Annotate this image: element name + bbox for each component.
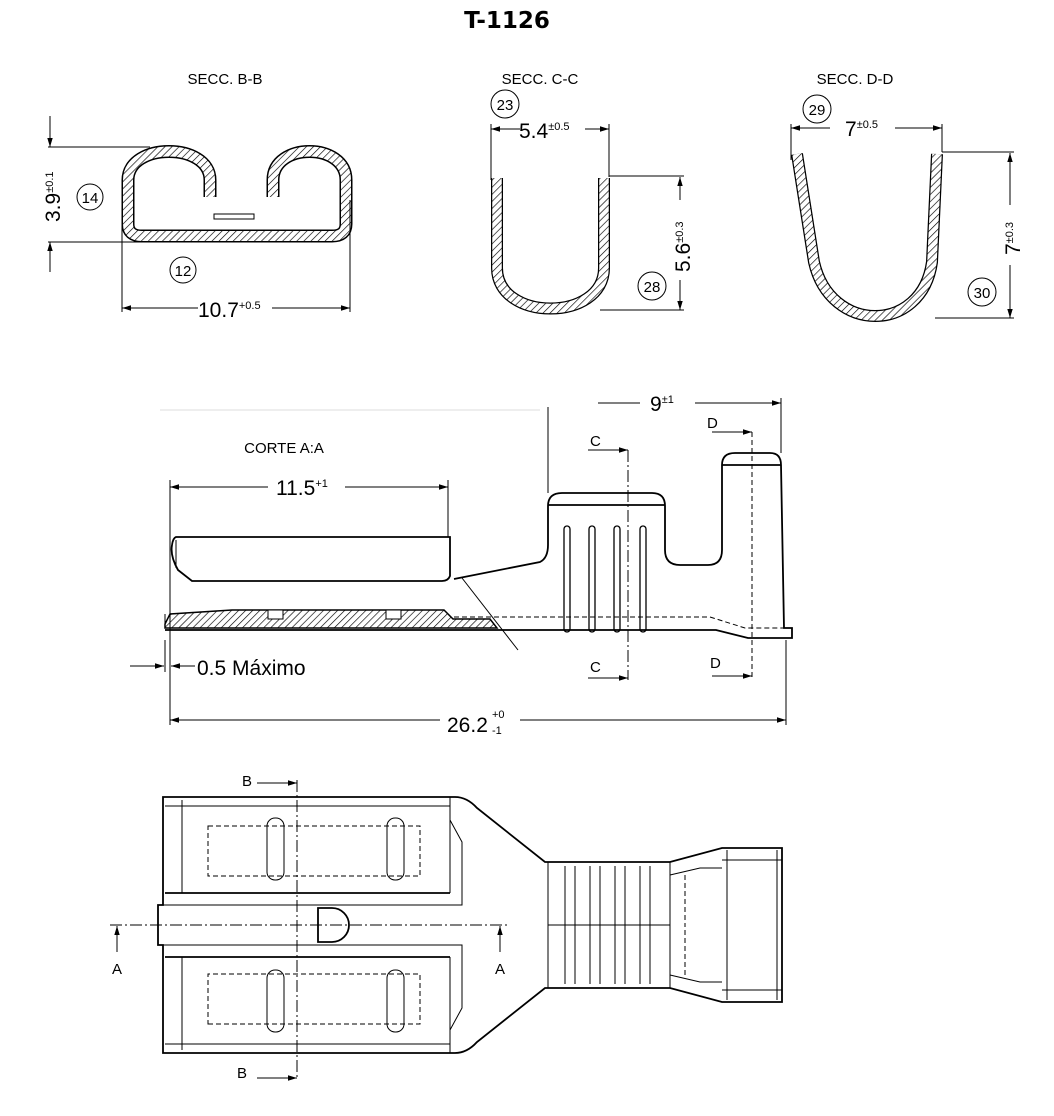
center-hole	[317, 907, 350, 943]
section-c-marker-bottom: C	[590, 659, 601, 676]
cc-width-dim: 5.4±0.5	[519, 120, 570, 143]
dd-height-dim: 7±0.3	[1002, 222, 1025, 255]
terminal-body-outline	[165, 452, 793, 639]
top-view: A A B B	[110, 773, 783, 1082]
rib	[639, 525, 647, 633]
dd-width-dim: 7±0.5	[845, 118, 878, 141]
section-b-marker-top: B	[242, 773, 252, 790]
section-c-marker-top: C	[590, 433, 601, 450]
dd-profile	[792, 153, 942, 321]
section-dd-label: SECC. D-D	[817, 71, 894, 88]
section-a-marker-right: A	[495, 961, 505, 978]
drawing-title: T-1126	[464, 8, 550, 34]
rib	[613, 525, 621, 633]
rib	[563, 525, 571, 633]
total-length-dim: 26.2	[447, 714, 488, 737]
section-bb: SECC. B-B 3.9±0.1 14 12 10.7+0.5	[42, 71, 353, 322]
base-strip-hatch	[164, 609, 499, 629]
section-a-marker-left: A	[112, 961, 122, 978]
bb-width-dim: 10.7+0.5	[198, 299, 261, 322]
section-dd: SECC. D-D 29 7±0.5 7±0.3 30	[790, 71, 1025, 322]
section-d-marker-top: D	[707, 415, 718, 432]
balloon-28: 28	[644, 279, 661, 296]
balloon-29: 29	[809, 102, 826, 119]
bb-height-dim: 3.9±0.1	[42, 171, 65, 222]
bb-profile-hatch	[123, 146, 351, 241]
crimp-length-dim: 9±1	[650, 393, 674, 416]
section-b-marker-bottom: B	[237, 1065, 247, 1082]
max-offset-note: 0.5 Máximo	[197, 657, 306, 680]
rib	[588, 525, 596, 633]
receptacle-length-dim: 11.5+1	[276, 477, 328, 500]
bb-profile-outline	[121, 145, 353, 243]
section-cc: SECC. C-C 23 5.4±0.5 5.6±0.3 28	[490, 71, 695, 315]
balloon-23: 23	[497, 97, 514, 114]
section-d-marker-bottom: D	[710, 655, 721, 672]
bb-dimple	[213, 213, 255, 220]
balloon-12: 12	[175, 263, 192, 280]
side-view-label: CORTE A:A	[244, 440, 324, 457]
total-length-tol-lower: -1	[492, 725, 502, 737]
total-length-tol-upper: +0	[492, 709, 505, 721]
receptacle-outline	[170, 536, 451, 582]
cc-height-dim: 5.6±0.3	[672, 221, 695, 272]
balloon-14: 14	[82, 190, 99, 207]
cc-profile	[492, 178, 609, 314]
section-bb-label: SECC. B-B	[187, 71, 262, 88]
balloon-30: 30	[974, 285, 991, 302]
section-cc-label: SECC. C-C	[502, 71, 579, 88]
side-section-view: CORTE A:A 11.5+1 9±1	[130, 393, 793, 737]
